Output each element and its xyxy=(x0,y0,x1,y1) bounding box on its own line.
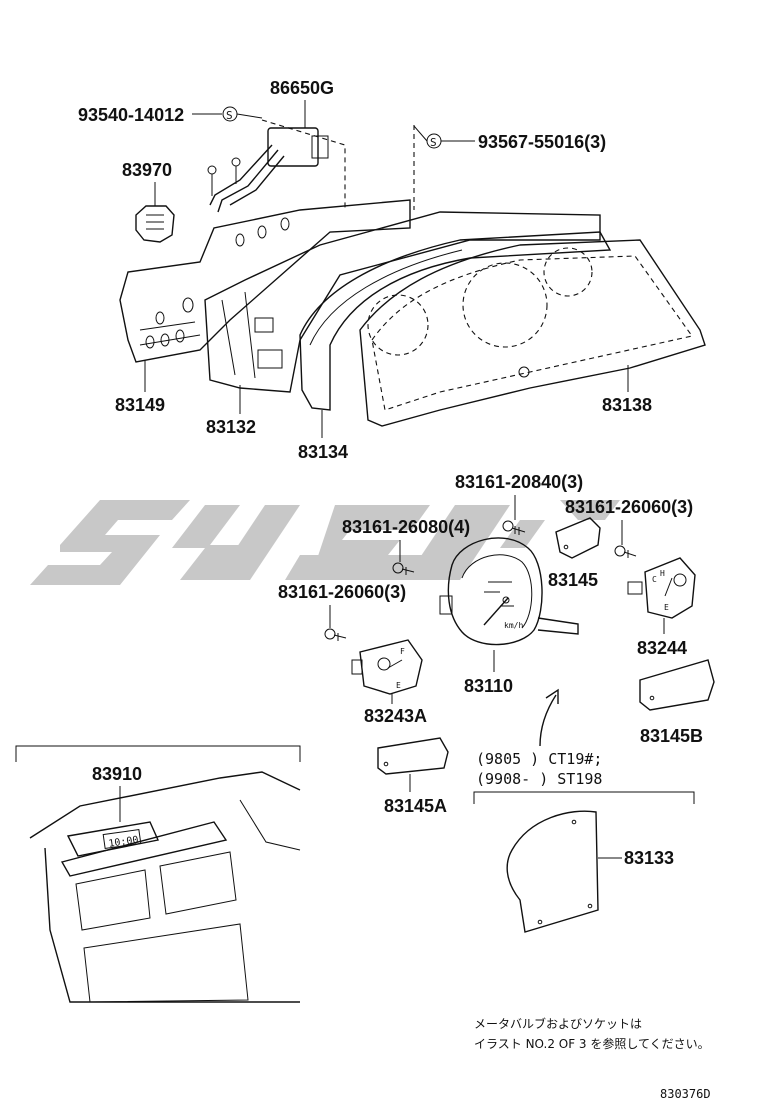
leader-line xyxy=(236,113,263,119)
plate-83145A xyxy=(377,737,449,775)
speedometer-83110: km/h xyxy=(439,537,579,646)
label-83970: 83970 xyxy=(122,160,172,180)
buzzer-86650G xyxy=(207,127,329,213)
screw-icon xyxy=(614,545,637,558)
screw-icon xyxy=(392,562,415,575)
label-93540-14012: 93540-14012 xyxy=(78,105,184,125)
date-range-2: (9908- ) ST198 xyxy=(476,770,602,788)
label-83145B: 83145B xyxy=(640,726,703,746)
figure-number: 830376D xyxy=(660,1087,711,1101)
arrow-up-icon xyxy=(539,694,557,747)
label-86650G: 86650G xyxy=(270,78,334,98)
socket-83970 xyxy=(135,205,175,243)
s-symbol-text: S xyxy=(430,136,437,149)
svg-text:F: F xyxy=(400,647,405,656)
label-93567-55016: 93567-55016(3) xyxy=(478,132,606,152)
date-range-1: (9805 ) CT19#; xyxy=(476,750,602,768)
gauge-83244: C H E xyxy=(627,557,696,619)
label-83145: 83145 xyxy=(548,570,598,590)
leader-line xyxy=(413,125,428,142)
gauge-83243A: F E xyxy=(351,639,423,695)
label-83138: 83138 xyxy=(602,395,652,415)
inset-bracket xyxy=(15,745,301,762)
arrow-head xyxy=(545,688,559,704)
label-83243A: 83243A xyxy=(364,706,427,726)
s-symbol-text: S xyxy=(226,109,233,122)
meter-case-83132 xyxy=(204,211,601,393)
label-83161-26060-left: 83161-26060(3) xyxy=(278,582,406,602)
plate-83133 xyxy=(506,810,599,933)
label-83161-26060-right: 83161-26060(3) xyxy=(565,497,693,517)
label-83161-20840: 83161-20840(3) xyxy=(455,472,583,492)
svg-text:E: E xyxy=(664,603,669,612)
range-bracket xyxy=(473,791,695,804)
cover-glass-83138 xyxy=(359,239,706,427)
label-83110: 83110 xyxy=(464,676,513,696)
label-83149: 83149 xyxy=(115,395,165,415)
label-83132: 83132 xyxy=(206,417,256,437)
speed-unit-text: km/h xyxy=(504,621,523,630)
watermark-logo xyxy=(30,500,620,585)
note-line-2: イラスト NO.2 OF 3 を参照してください。 xyxy=(474,1036,710,1051)
circuit-plate-83149 xyxy=(119,199,411,363)
label-83145A: 83145A xyxy=(384,796,447,816)
svg-text:C: C xyxy=(652,575,657,584)
dashboard-panel xyxy=(29,771,301,1003)
label-83134: 83134 xyxy=(298,442,348,462)
screw-icon xyxy=(324,628,347,641)
note-line-1: メータバルブおよびソケットは xyxy=(474,1016,642,1031)
clock-display-text: 10:00 xyxy=(108,835,139,850)
svg-text:E: E xyxy=(396,681,401,690)
svg-text:H: H xyxy=(660,569,665,578)
plate-83145 xyxy=(555,517,601,559)
screw-icon xyxy=(502,520,526,535)
label-83244: 83244 xyxy=(637,638,687,658)
plate-83145B xyxy=(639,659,715,711)
guide-line xyxy=(261,119,346,210)
label-83161-26080: 83161-26080(4) xyxy=(342,517,470,537)
clock-83910: 10:00 xyxy=(66,821,159,857)
label-83133: 83133 xyxy=(624,848,674,868)
glass-ring-83134 xyxy=(299,231,612,411)
label-83910: 83910 xyxy=(92,764,142,784)
